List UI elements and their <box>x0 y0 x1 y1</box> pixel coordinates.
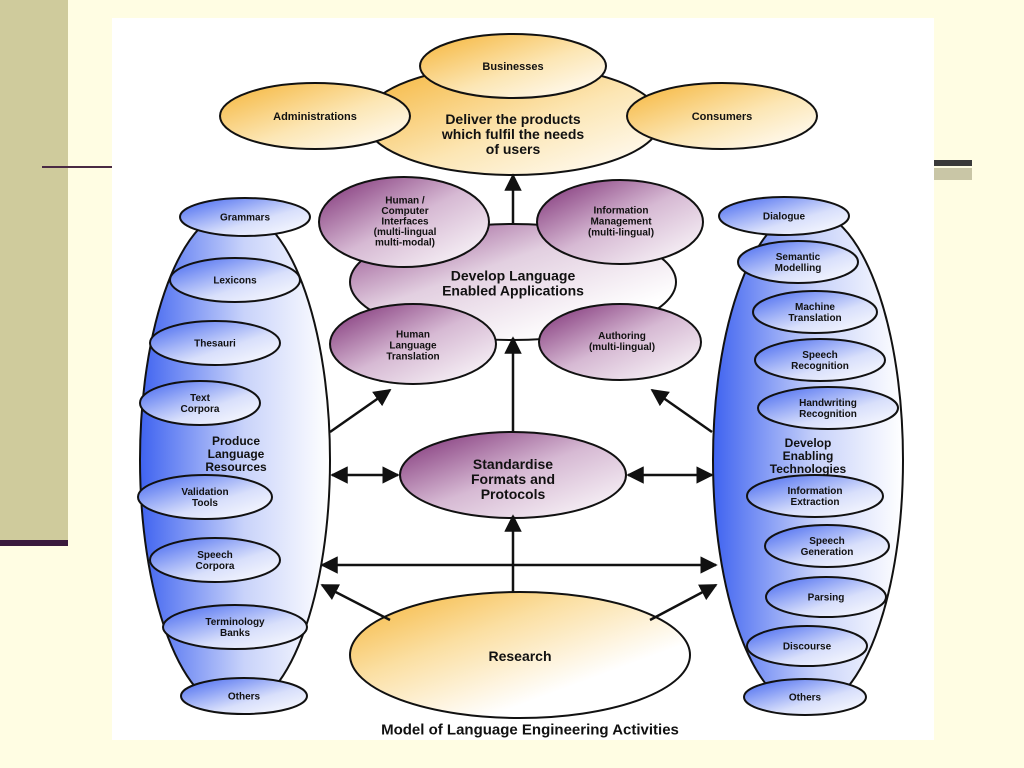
resource-grammars-ellipse <box>179 197 311 237</box>
resource-speech-corpora-ellipse <box>149 537 281 583</box>
technology-others-label: Others <box>789 693 822 704</box>
resource-lexicons-ellipse <box>169 257 301 303</box>
consumers-label: Consumers <box>692 111 753 123</box>
slide-title-rule <box>42 166 112 168</box>
resource-thesauri-label: Thesauri <box>194 339 236 350</box>
technology-semantic-modelling-ellipse <box>737 240 859 284</box>
technology-dialogue-ellipse <box>718 196 850 236</box>
authoring-ellipse <box>538 303 702 381</box>
administrations-ellipse <box>219 82 411 150</box>
businesses-ellipse <box>419 33 607 99</box>
technology-others-ellipse <box>743 678 867 716</box>
research-label: Research <box>488 648 551 664</box>
arrow-research-to-resources <box>320 583 391 622</box>
research-ellipse <box>349 591 691 719</box>
technology-handwriting-recognition-ellipse <box>757 386 899 430</box>
diagram-caption: Model of Language Engineering Activities <box>381 721 679 738</box>
resource-text-corpora-ellipse <box>139 380 261 426</box>
slide-right-accent-light <box>934 168 972 180</box>
technology-discourse-ellipse <box>746 625 868 667</box>
arrow-resources-to-applications <box>329 388 392 434</box>
businesses-label: Businesses <box>482 61 543 73</box>
resource-thesauri-ellipse <box>149 320 281 366</box>
technology-dialogue-label: Dialogue <box>763 212 806 223</box>
technology-parsing-label: Parsing <box>808 593 845 604</box>
arrow-research-to-technologies <box>649 583 718 622</box>
technology-parsing-ellipse <box>765 576 887 618</box>
administrations-label: Administrations <box>273 111 357 123</box>
consumers-ellipse <box>626 82 818 150</box>
info-management-ellipse <box>536 179 704 265</box>
resource-validation-tools-ellipse <box>137 474 273 520</box>
resource-lexicons-label: Lexicons <box>213 276 257 287</box>
technology-speech-recognition-ellipse <box>754 338 886 382</box>
technology-discourse-label: Discourse <box>783 642 832 653</box>
technology-machine-translation-ellipse <box>752 290 878 334</box>
resource-terminology-banks-ellipse <box>162 604 308 650</box>
hci-ellipse <box>318 176 490 268</box>
technology-speech-generation-ellipse <box>764 524 890 568</box>
arrow-technologies-to-applications <box>650 388 713 434</box>
resource-others-label: Others <box>228 692 261 703</box>
authoring-label: Authoring(multi-lingual) <box>589 331 655 353</box>
resource-others-ellipse <box>180 677 308 715</box>
human-translation-ellipse <box>329 303 497 385</box>
slide-right-accent <box>934 160 972 166</box>
slide-left-bar <box>0 0 68 540</box>
resource-grammars-label: Grammars <box>220 213 270 224</box>
slide-left-underline <box>0 540 68 546</box>
technology-information-extraction-ellipse <box>746 474 884 518</box>
